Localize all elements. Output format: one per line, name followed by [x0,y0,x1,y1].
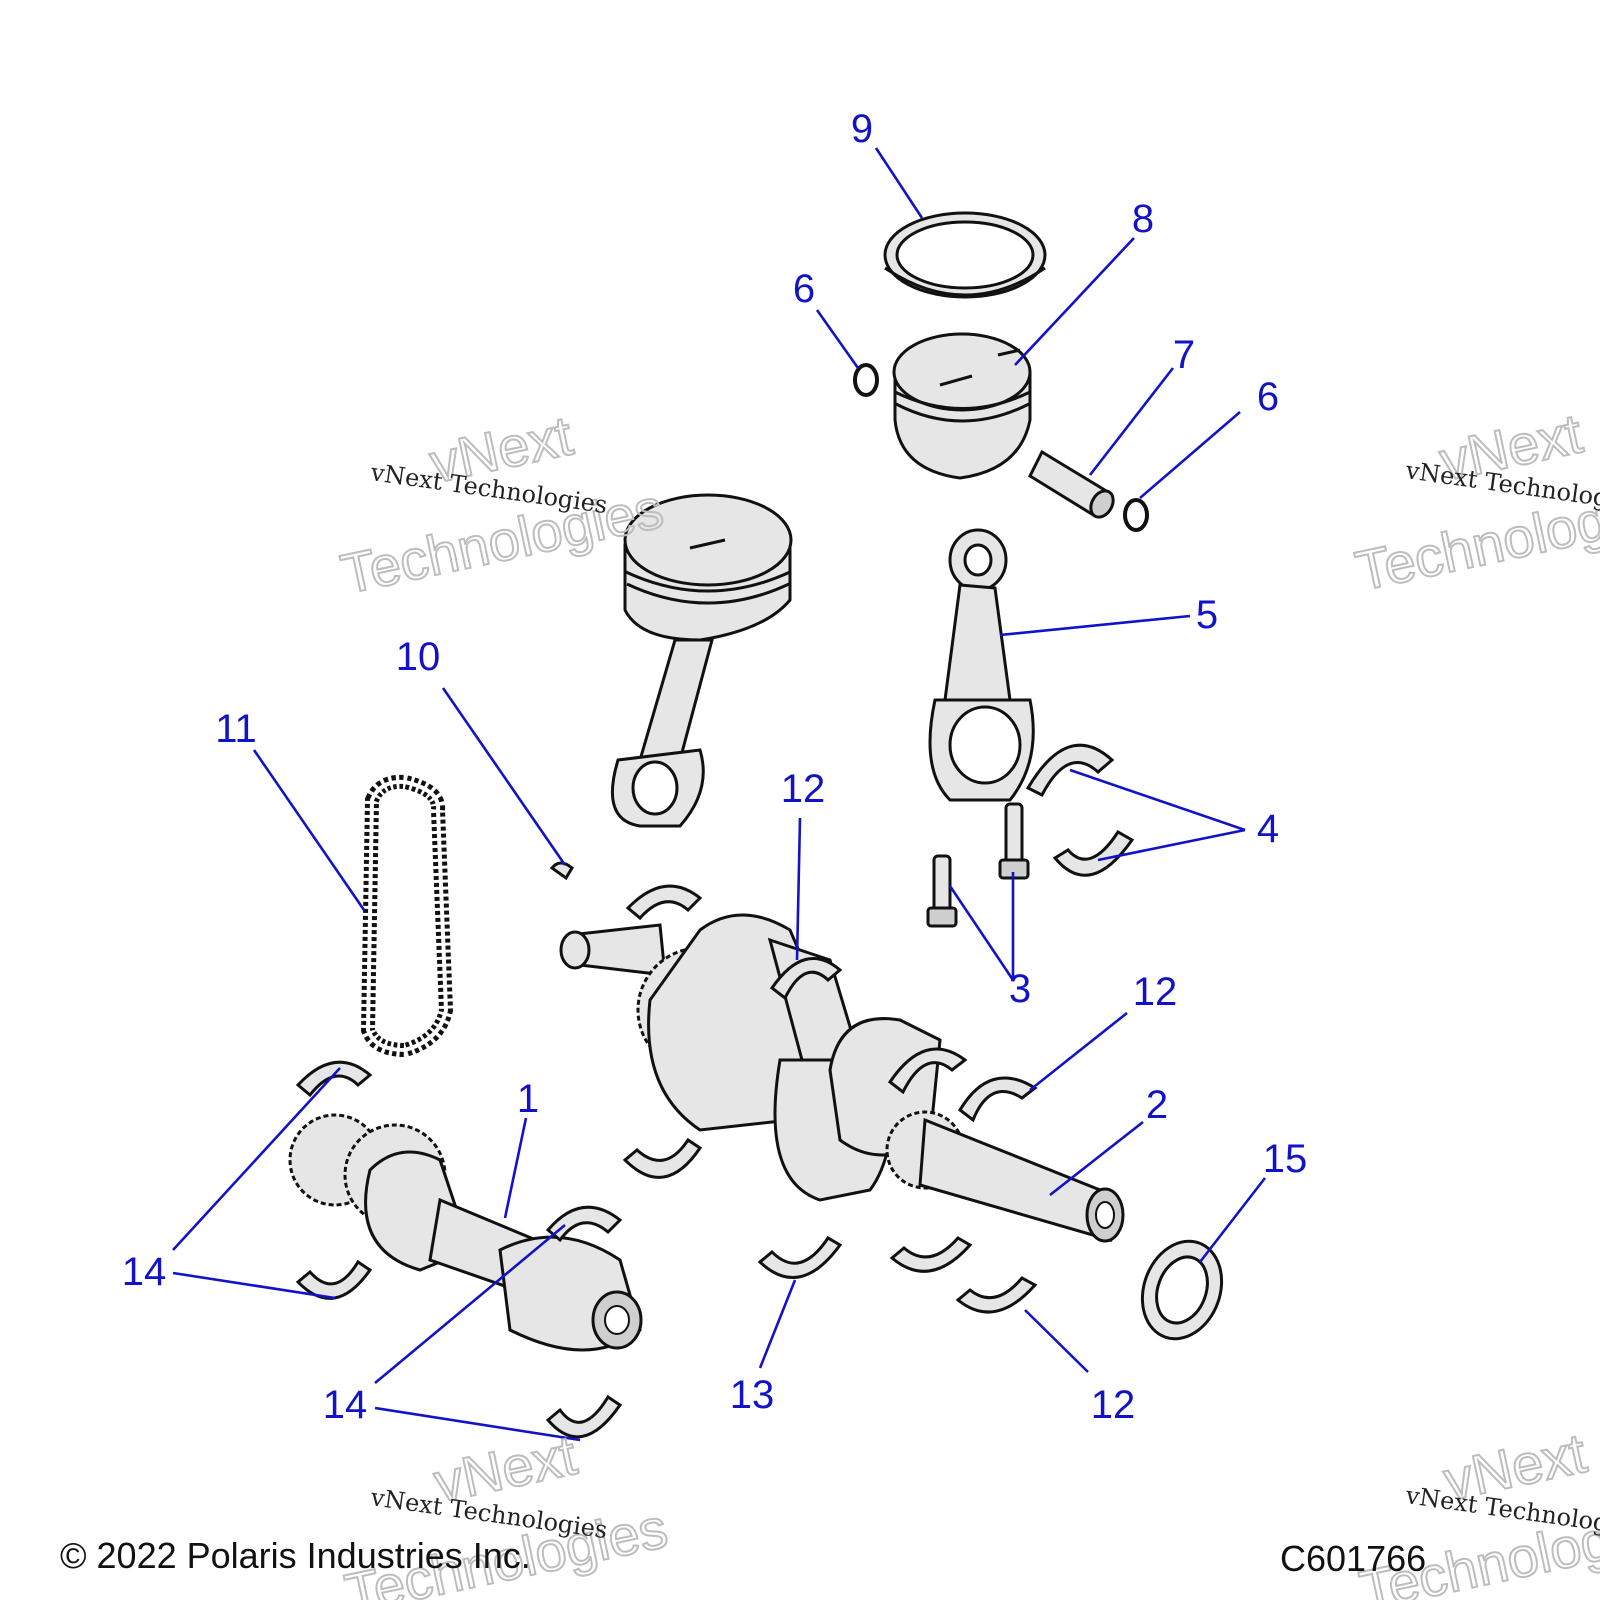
rod-bearing-lower [1052,829,1135,877]
callout-13: 13 [730,1373,775,1417]
rod-bolt-right [998,802,1030,880]
callout-10: 10 [396,635,441,679]
rod-bolt-left [926,854,958,928]
callout-labels: 9 8 6 7 6 5 4 3 10 11 12 12 2 15 1 14 13… [122,107,1308,1427]
main-bearing-right-b [958,1076,1038,1123]
oil-seal [1140,1239,1224,1341]
main-bearing-right-a [887,1047,968,1095]
circlip-left [853,363,879,397]
balance-bearing-upper-left [295,1060,373,1098]
callout-9: 9 [851,107,873,151]
assembled-piston-rod [610,493,793,828]
figure-code: C601766 [1280,1538,1427,1579]
callout-11: 11 [215,707,257,751]
balance-bearing-lower-right [545,1394,623,1439]
woodruff-key [549,861,574,881]
main-bearing-lower-left [622,1137,703,1179]
callout-6-right: 6 [1257,375,1279,419]
crankshaft [559,913,1125,1243]
balance-bearing-upper-right [545,1205,623,1243]
callout-12-right: 12 [1133,970,1178,1014]
main-bearing-lower-right-b [955,1276,1038,1314]
callout-15: 15 [1263,1137,1308,1181]
thrust-bearing [757,1235,843,1279]
callout-12-bottom: 12 [1091,1383,1136,1427]
callout-8: 8 [1132,197,1154,241]
callout-5: 5 [1196,593,1218,637]
circlip-right [1123,498,1149,532]
leader-lines [172,147,1267,1442]
connecting-rod [928,528,1035,802]
main-bearing-top-left [625,884,703,921]
callout-12-top: 12 [781,767,826,811]
callout-14-bottom: 14 [323,1383,368,1427]
timing-chain [360,774,454,1058]
callout-14-left: 14 [122,1250,167,1294]
callout-2: 2 [1146,1083,1168,1127]
main-bearing-lower-right-a [889,1236,973,1273]
callout-1: 1 [517,1077,539,1121]
rod-bearing-upper [1025,743,1115,798]
callout-3: 3 [1009,967,1031,1011]
copyright-notice: © 2022 Polaris Industries Inc. [60,1535,531,1576]
callout-4: 4 [1257,807,1279,851]
main-bearing-top-mid [769,956,843,1001]
piston [892,332,1032,480]
callout-6-left: 6 [793,267,815,311]
wrist-pin [1028,449,1115,519]
callout-7: 7 [1173,333,1195,377]
piston-ring [883,211,1047,299]
balance-shaft [288,1113,643,1352]
